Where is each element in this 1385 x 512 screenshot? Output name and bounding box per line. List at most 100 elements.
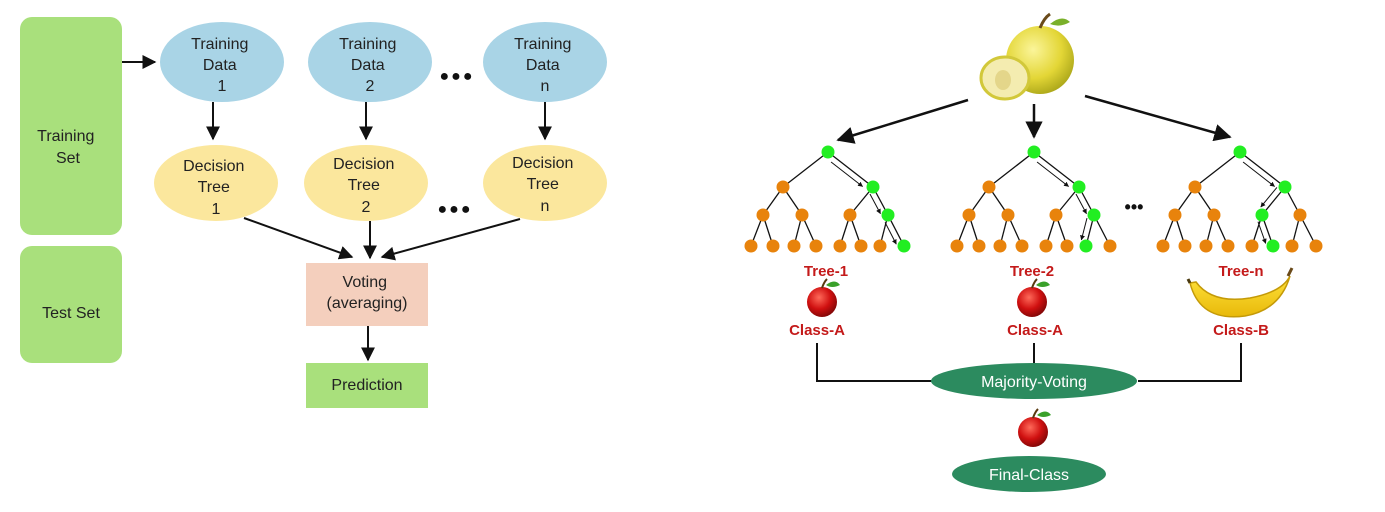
- tree-node-path: [821, 145, 835, 159]
- path-arrow: [1036, 161, 1069, 187]
- training-data-n: Training Data n: [483, 22, 607, 102]
- path-arrow: [1242, 161, 1275, 187]
- decision-tree-1: [744, 145, 911, 253]
- training-data-2: Training Data 2: [308, 22, 432, 102]
- tree-node: [1309, 239, 1323, 253]
- voting-box: [306, 263, 428, 326]
- tree-node: [873, 239, 887, 253]
- banana-icon: [1186, 267, 1294, 318]
- test-set-label: Test Set: [42, 305, 100, 322]
- tree-edge: [988, 151, 1035, 188]
- decision-tree-2: [950, 145, 1117, 253]
- tree-node: [766, 239, 780, 253]
- tree-node: [982, 180, 996, 194]
- apple-icon: [1018, 408, 1051, 447]
- tree-node-path: [1255, 208, 1269, 222]
- tree-node: [972, 239, 986, 253]
- tree-node: [809, 239, 823, 253]
- tree-node: [1015, 239, 1029, 253]
- path-arrow: [1075, 193, 1087, 215]
- path-arrow: [869, 193, 881, 215]
- path-arrow: [1257, 221, 1267, 244]
- decision-tree-2: Decision Tree 2: [304, 145, 428, 221]
- prediction-label: Prediction: [331, 377, 402, 394]
- tree-node: [854, 239, 868, 253]
- trees-layer: [744, 145, 1323, 253]
- training-set-box: [20, 17, 122, 235]
- tree-node: [1293, 208, 1307, 222]
- class-1-connector: [816, 343, 935, 382]
- tree-node-path: [1072, 180, 1086, 194]
- tree-node: [1207, 208, 1221, 222]
- class-label-1: Class-A: [789, 322, 845, 339]
- svg-text:Decision Tree: Decision Tree 2: [333, 156, 399, 216]
- voting-label: Voting (averaging): [327, 274, 408, 312]
- class-label-n: Class-B: [1213, 322, 1269, 339]
- tree-node: [776, 180, 790, 194]
- tree-node-path: [897, 239, 911, 253]
- path-arrow: [830, 161, 863, 187]
- majority-voting-ellipse: [931, 363, 1137, 399]
- svg-text:Training Data: Training Data 1: [191, 36, 253, 95]
- prediction-box: [306, 363, 428, 408]
- tree-node-path: [1079, 239, 1093, 253]
- tree-node: [1156, 239, 1170, 253]
- svg-text:Decision Tree: Decision Tree n: [512, 155, 578, 215]
- yellow-apple-icon: [979, 12, 1074, 101]
- tree-edge: [1239, 151, 1286, 188]
- tree-node-path: [1087, 208, 1101, 222]
- decision-tree-n: Decision Tree n: [483, 145, 607, 221]
- final-class-label: Final-Class: [989, 467, 1069, 484]
- tree-node-path: [881, 208, 895, 222]
- tree-to-voting-arrow-1: [243, 217, 354, 260]
- tree-node: [833, 239, 847, 253]
- input-to-tree-arrow-1: [836, 98, 969, 144]
- tree-node: [1221, 239, 1235, 253]
- left-diagram: Training Set Test Set Training Data 1 Tr…: [20, 17, 607, 408]
- tree-node: [1060, 239, 1074, 253]
- tree-to-voting-arrow-n: [380, 218, 521, 261]
- tree-edge: [782, 151, 829, 188]
- tree-node-path: [1266, 239, 1280, 253]
- tree-node: [1178, 239, 1192, 253]
- right-diagram: ••• Tree-1 Tree-2 Tree-n Class-A Class-A…: [744, 12, 1323, 492]
- tree-node: [962, 208, 976, 222]
- training-set-label: Training Set: [37, 128, 99, 167]
- decision-tree-ellipsis: ●●●: [438, 201, 473, 218]
- class-n-connector: [1138, 343, 1242, 382]
- tree-edge: [827, 151, 874, 188]
- training-data-ellipsis: ●●●: [440, 68, 475, 85]
- tree-edge: [1033, 151, 1080, 188]
- tree-node: [756, 208, 770, 222]
- decision-tree-1: Decision Tree 1: [154, 145, 278, 221]
- majority-voting-label: Majority-Voting: [981, 374, 1087, 391]
- tree-node: [1245, 239, 1259, 253]
- tree-node: [744, 239, 758, 253]
- tree-node: [1039, 239, 1053, 253]
- tree-label-n: Tree-n: [1218, 263, 1263, 280]
- path-arrow: [1260, 187, 1278, 208]
- decision-tree-3: [1156, 145, 1323, 253]
- tree-node-path: [866, 180, 880, 194]
- tree-node: [993, 239, 1007, 253]
- apple-icon: [807, 278, 840, 317]
- tree-node: [1168, 208, 1182, 222]
- path-arrow: [1080, 218, 1088, 241]
- class-label-2: Class-A: [1007, 322, 1063, 339]
- tree-node: [1188, 180, 1202, 194]
- svg-text:Training Data: Training Data n: [514, 36, 576, 95]
- tree-node: [1199, 239, 1213, 253]
- tree-node: [795, 208, 809, 222]
- tree-node: [1049, 208, 1063, 222]
- tree-node: [950, 239, 964, 253]
- svg-text:Training Data: Training Data 2: [339, 36, 401, 95]
- tree-node-path: [1233, 145, 1247, 159]
- tree-node: [1285, 239, 1299, 253]
- tree-node: [787, 239, 801, 253]
- path-arrow: [884, 222, 897, 245]
- svg-text:Decision Tree: Decision Tree 1: [183, 158, 249, 218]
- apple-icon: [1017, 278, 1050, 317]
- tree-node-path: [1278, 180, 1292, 194]
- tree-label-2: Tree-2: [1010, 263, 1054, 280]
